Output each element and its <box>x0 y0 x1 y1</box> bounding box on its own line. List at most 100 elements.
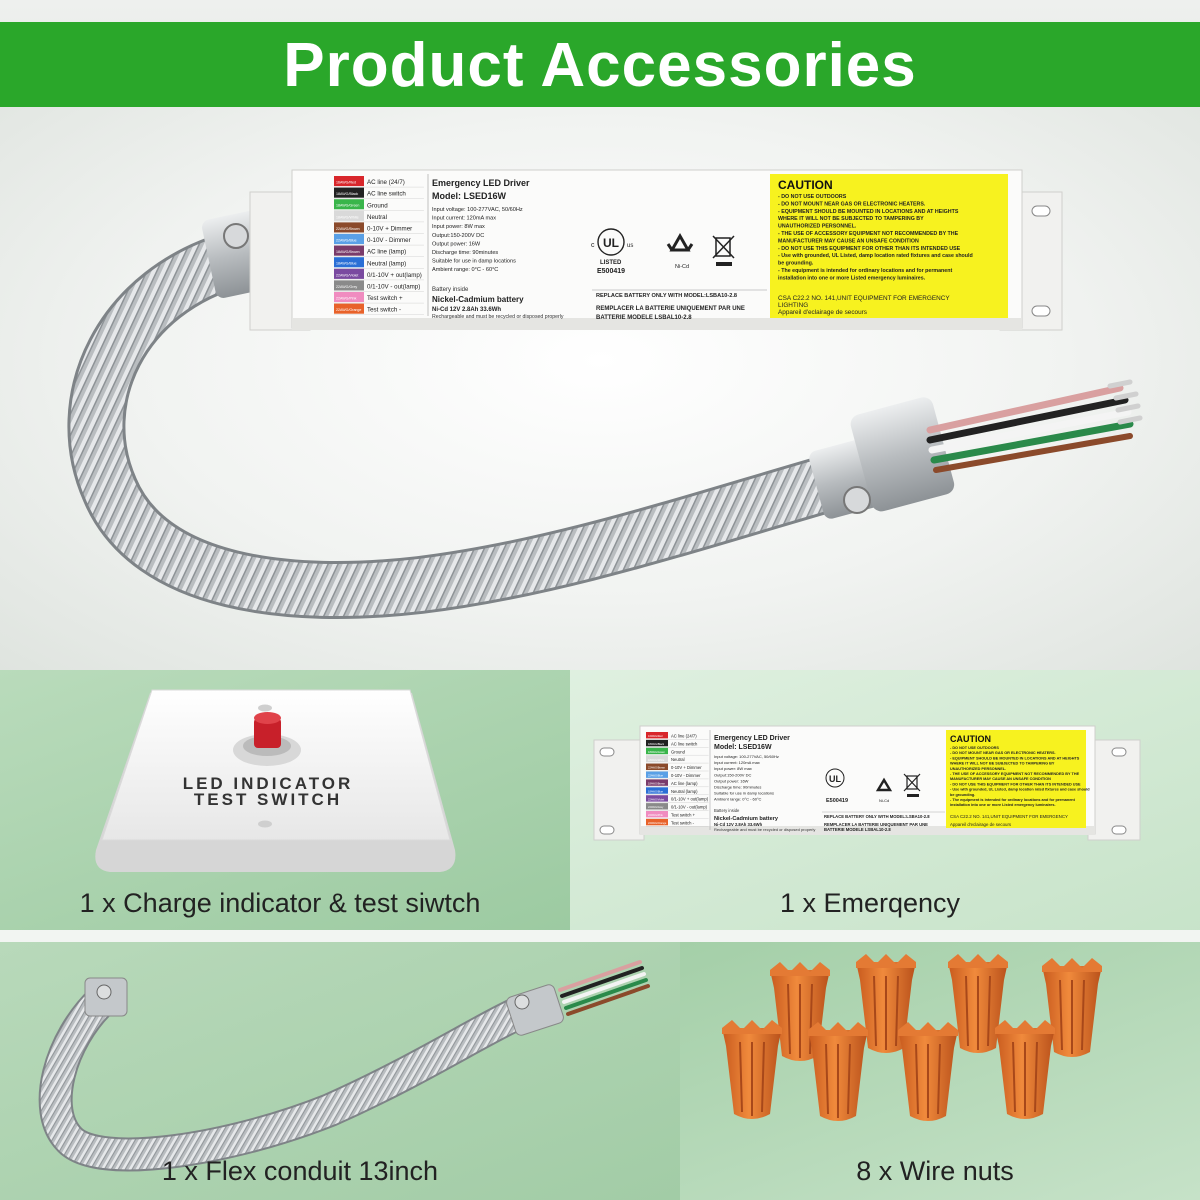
small-caution-line-12: installation into one or more Listed eme… <box>950 803 1056 807</box>
small-wire-tag-6: 22AWG/Blue <box>648 774 663 778</box>
battery-note: Rechargeable and must be recycled or dis… <box>432 314 564 320</box>
small-wire-label-3: Ground <box>671 749 686 754</box>
test-button <box>254 712 281 748</box>
small-caution-line-9: - Use with grounded, UL Listed, damp loc… <box>950 788 1090 792</box>
caution-panel <box>770 174 1008 318</box>
small-wire-color-table: 16AWG/Red AC line (24/7) 18AWG/Black AC lin… <box>646 732 709 827</box>
hero-spec-line-3: Input power: 8W max <box>432 224 485 230</box>
hero-spec-line-2: Input current: 120mA max <box>432 216 496 222</box>
caption-switch: 1 x Charge indicator & test siwtch <box>79 888 481 918</box>
crossed-bin-icon <box>712 235 735 266</box>
hero-wire-tag-11: 22AWG/Pink <box>336 297 357 301</box>
hero-spec-line-4: Output:150-200V DC <box>432 233 484 239</box>
small-wire-swatch-1 <box>646 732 668 739</box>
hero-wire-swatch-1 <box>334 176 364 187</box>
small-wire-label-7: AC line (lamp) <box>671 781 698 786</box>
small-wire-swatch-3 <box>646 747 668 755</box>
small-caution-text: - DO NOT USE OUTDOORS- DO NOT MOUNT NEAR… <box>950 746 1090 807</box>
small-recycle-icon: Ni-Cd <box>875 777 893 803</box>
small-replace-fr-1: REMPLACER LA BATTERIE UNIQUEMENT PAR UNE <box>824 822 928 827</box>
small-caution-line-7: MANUFACTURER MAY CAUSE AN UNSAFE CONDITI… <box>950 777 1051 781</box>
small-wire-tag-2: 18AWG/Black <box>648 742 665 746</box>
svg-text:c: c <box>591 242 595 249</box>
ul-listed-label: LISTED <box>600 260 622 266</box>
small-wire-label-2: AC line switch <box>671 741 698 746</box>
driver-model: Model: LSED16W <box>432 191 507 201</box>
svg-text:UL: UL <box>829 774 841 784</box>
hero-wire-swatch-6 <box>334 234 364 245</box>
hero-wire-tag-6: 22AWG/Blue <box>336 239 357 243</box>
hero-wire-tag-7: 18AWG/Brown <box>336 250 360 254</box>
hero-wire-swatch-12 <box>334 303 364 314</box>
wire-nut-7 <box>897 1021 959 1122</box>
hero-wire-label-4: Neutral <box>367 214 387 221</box>
battery-inside-label: Battery inside <box>432 287 469 293</box>
recycle-icon: Ni-Cd <box>666 232 694 270</box>
small-battery-spec: Ni-Cd 12V 2.8Ah 33.6Wh <box>714 822 763 827</box>
small-csa-3: Appareil d'eclairage de secours <box>950 822 1012 827</box>
small-driver-specs: Input voltage: 100-277VAC, 50/60HzInput … <box>714 754 779 802</box>
wire-nut-8 <box>994 1019 1056 1120</box>
small-wire-tag-3: 18AWG/Green <box>648 750 665 754</box>
hero-spec-line-7: Suitable for use in damp locations <box>432 259 516 265</box>
small-wire-tag-1: 16AWG/Red <box>648 734 663 738</box>
hero-caution-line-4: WHERE IT WILL NOT BE SUBJECTED TO TAMPER… <box>778 216 924 222</box>
caption-emergency: 1 x Emerqency <box>779 888 961 918</box>
hero-wire-swatch-5 <box>334 222 364 233</box>
small-ul-listing-number: E500419 <box>826 798 848 804</box>
panel-divider <box>0 930 1200 942</box>
small-wire-swatch-7 <box>646 779 668 786</box>
hero-caution-line-6: - THE USE OF ACCESSORY EQUIPMENT NOT REC… <box>778 231 959 237</box>
small-conduit-wires <box>558 960 650 1016</box>
hero-caution-line-11: - The equipment is intended for ordinary… <box>778 268 952 274</box>
hero-wire-swatch-7 <box>334 245 364 256</box>
small-battery-inside: Battery inside <box>714 808 740 813</box>
hero-spec-line-8: Ambient range: 0°C - 60°C <box>432 267 498 273</box>
small-spec-line-2: Input current: 120mA max <box>714 760 760 765</box>
small-crossed-bin-icon <box>903 773 921 797</box>
svg-text:us: us <box>627 243 633 249</box>
hero-caution-line-10: be grounding. <box>778 261 814 267</box>
hero-caution-line-12: installation into one or more Listed eme… <box>778 275 926 281</box>
hero-wire-tag-10: 22AWG/Grey <box>336 285 357 289</box>
driver-specs: Input voltage: 100-277VAC, 50/60HzInput … <box>432 207 523 273</box>
nicd-label: Ni-Cd <box>675 264 689 270</box>
hero-wire-tag-12: 22AWG/Orange <box>336 308 361 312</box>
small-caution-line-4: WHERE IT WILL NOT BE SUBJECTED TO TAMPER… <box>950 762 1055 766</box>
small-csa-1: CSA C22.2 NO. 141,UNIT EQUIPMENT FOR EME… <box>950 814 1068 819</box>
small-caution-title: CAUTION <box>950 734 991 744</box>
small-driver-title: Emergency LED Driver <box>714 735 790 742</box>
small-wire-label-11: Test switch + <box>671 813 696 818</box>
hero-caution-line-9: - Use with grounded, UL Listed, damp loc… <box>778 253 973 259</box>
switch-plate-line-1: LED INDICATOR <box>183 774 354 793</box>
small-driver-model: Model: LSED16W <box>714 744 772 751</box>
caution-title: CAUTION <box>778 178 833 192</box>
hero-wire-label-8: Neutral (lamp) <box>367 260 406 267</box>
hero-wire-tag-5: 22AWG/Brown <box>336 227 360 231</box>
hero-wire-swatch-10 <box>334 280 364 291</box>
hero-wire-tag-4: 18AWG/White <box>336 215 359 219</box>
small-spec-line-1: Input voltage: 100-277VAC, 50/60Hz <box>714 754 779 759</box>
small-caution-line-6: - THE USE OF ACCESSORY EQUIPMENT NOT REC… <box>950 772 1080 776</box>
small-spec-line-6: Discharge time: 90minutes <box>714 785 761 790</box>
small-wire-swatch-5 <box>646 763 668 770</box>
csa-line-2: LIGHTING <box>778 302 808 309</box>
hero-spec-line-5: Output power: 16W <box>432 241 481 247</box>
small-wire-swatch-8 <box>646 787 668 794</box>
small-wire-label-1: AC line (24/7) <box>671 734 697 739</box>
small-wire-swatch-4 <box>646 755 668 763</box>
hero-caution-line-2: - DO NOT MOUNT NEAR GAS OR ELECTRONIC HE… <box>778 201 926 207</box>
hero-caution-line-3: - EQUIPMENT SHOULD BE MOUNTED IN LOCATIO… <box>778 209 959 215</box>
hero-wire-swatch-11 <box>334 292 364 303</box>
hero-spec-line-1: Input voltage: 100-277VAC, 50/60Hz <box>432 207 523 213</box>
small-wire-label-4: Neutral <box>671 757 685 762</box>
small-nicd-label: Ni-Cd <box>879 798 889 803</box>
small-caution-line-1: - DO NOT USE OUTDOORS <box>950 746 999 750</box>
small-caution-panel <box>946 730 1086 828</box>
small-wire-tag-4: 18AWG/White <box>648 758 665 762</box>
battery-type: Nickel-Cadmium battery <box>432 295 524 304</box>
